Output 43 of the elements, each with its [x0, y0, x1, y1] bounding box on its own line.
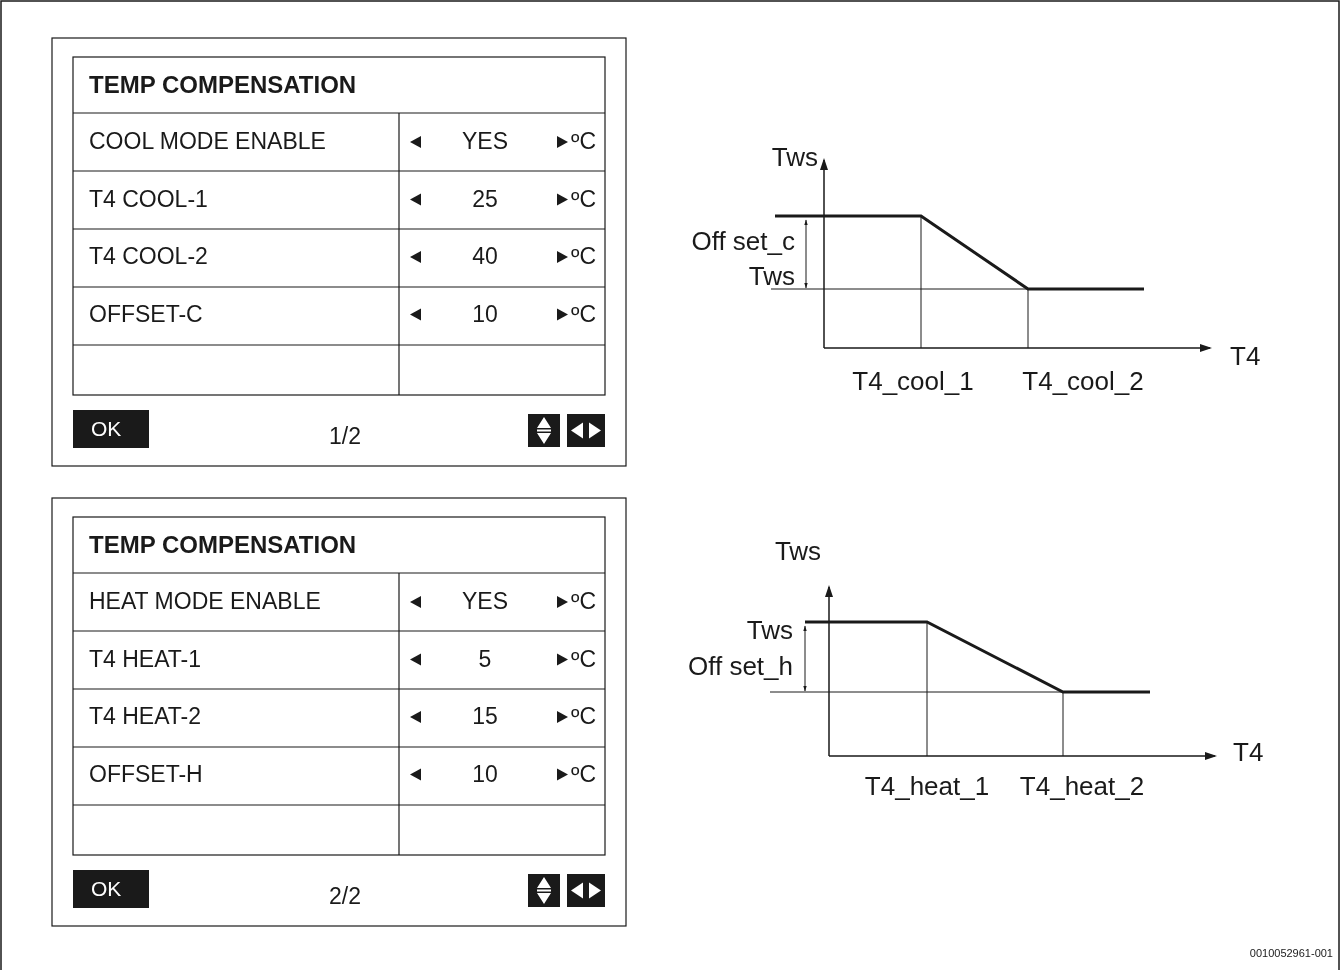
screen-title: TEMP COMPENSATION	[89, 71, 357, 99]
axis-label: T4	[1230, 341, 1261, 371]
ok-button: OK	[73, 410, 149, 448]
unit-label: ºC	[571, 186, 596, 213]
screen-title: TEMP COMPENSATION	[89, 531, 357, 559]
unit-label: ºC	[571, 129, 596, 155]
unit-label: ºC	[571, 589, 596, 615]
setting-value: YES	[462, 129, 508, 155]
setting-name: OFFSET-H	[89, 761, 203, 788]
ok-button: OK	[73, 870, 149, 908]
setting-value: 25	[472, 186, 498, 213]
setting-name: T4 HEAT-2	[89, 704, 202, 730]
unit-label: ºC	[571, 704, 596, 730]
setting-value: 10	[472, 301, 498, 328]
axis-label: Tws	[748, 261, 795, 291]
setting-value: 15	[472, 704, 498, 730]
setting-value: 5	[478, 646, 492, 673]
setting-name: T4 COOL-2	[89, 244, 208, 270]
unit-label: ºC	[571, 646, 596, 673]
setting-value: YES	[462, 589, 508, 615]
page-indicator: 1/2	[329, 424, 361, 450]
axis-label: T4_cool_1	[852, 366, 974, 396]
axis-label: T4	[1233, 737, 1264, 767]
setting-value: 10	[472, 761, 498, 788]
axis-label: Off set_c	[691, 226, 795, 256]
unit-label: ºC	[571, 244, 596, 270]
page-indicator: 2/2	[329, 884, 361, 910]
axis-label: Tws	[771, 142, 818, 172]
document-id: 0010052961-001	[1249, 946, 1333, 960]
axis-label: T4_cool_2	[1022, 366, 1144, 396]
axis-label: T4_heat_2	[1019, 771, 1145, 801]
axis-label: Tws	[746, 615, 793, 645]
setting-name: T4 HEAT-1	[89, 646, 202, 673]
axis-label: Off set_h	[687, 651, 793, 681]
setting-name: HEAT MODE ENABLE	[89, 589, 321, 615]
unit-label: ºC	[571, 301, 596, 328]
axis-label: T4_heat_1	[864, 771, 990, 801]
unit-label: ºC	[571, 761, 596, 788]
setting-name: T4 COOL-1	[89, 186, 208, 213]
axis-label: Tws	[774, 536, 822, 566]
setting-name: COOL MODE ENABLE	[89, 129, 326, 155]
setting-value: 40	[472, 244, 498, 270]
setting-name: OFFSET-C	[89, 301, 203, 328]
